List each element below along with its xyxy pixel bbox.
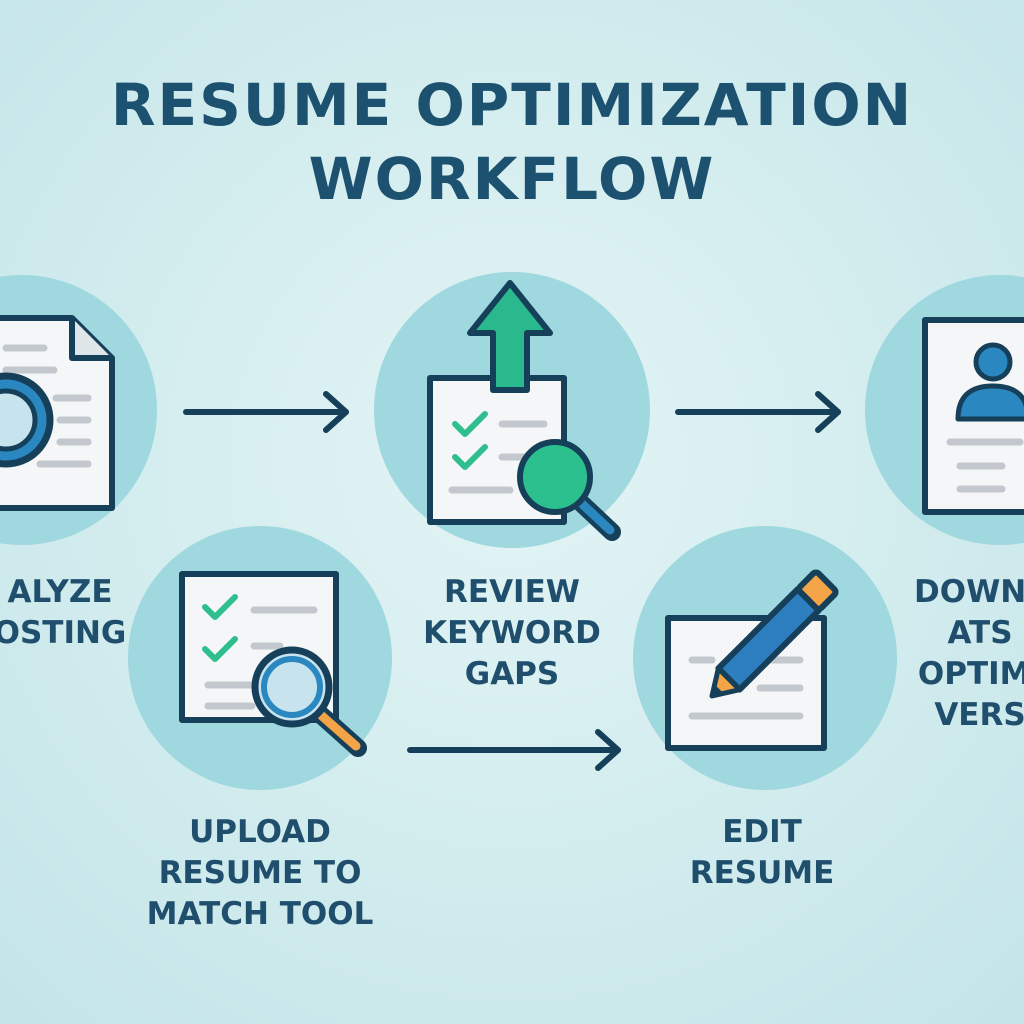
document-pencil-icon	[665, 569, 839, 751]
arrow-upload-to-edit	[407, 729, 621, 771]
page-title-line-1: RESUME OPTIMIZATION	[110, 71, 914, 139]
checklist-upload-magnifier-icon	[427, 280, 621, 541]
edit-step-label: EDIT RESUME	[689, 814, 835, 891]
upload-step-label: UPLOAD RESUME TO MATCH TOOL	[146, 814, 374, 932]
profile-document-icon	[922, 317, 1024, 515]
checklist-magnifier-icon	[179, 571, 367, 757]
review-step-label: REVIEW KEYWORD GAPS	[423, 574, 601, 692]
document-magnifier-icon	[0, 315, 115, 511]
page-title-line-2: WORKFLOW	[308, 145, 716, 213]
arrow-review-to-download	[675, 391, 841, 433]
arrow-analyze-to-review	[183, 391, 349, 433]
download-step-label: DOWNL ATS OPTIMI VERS	[914, 574, 1024, 733]
analyze-step-label: ALYZE OSTING	[0, 574, 127, 651]
